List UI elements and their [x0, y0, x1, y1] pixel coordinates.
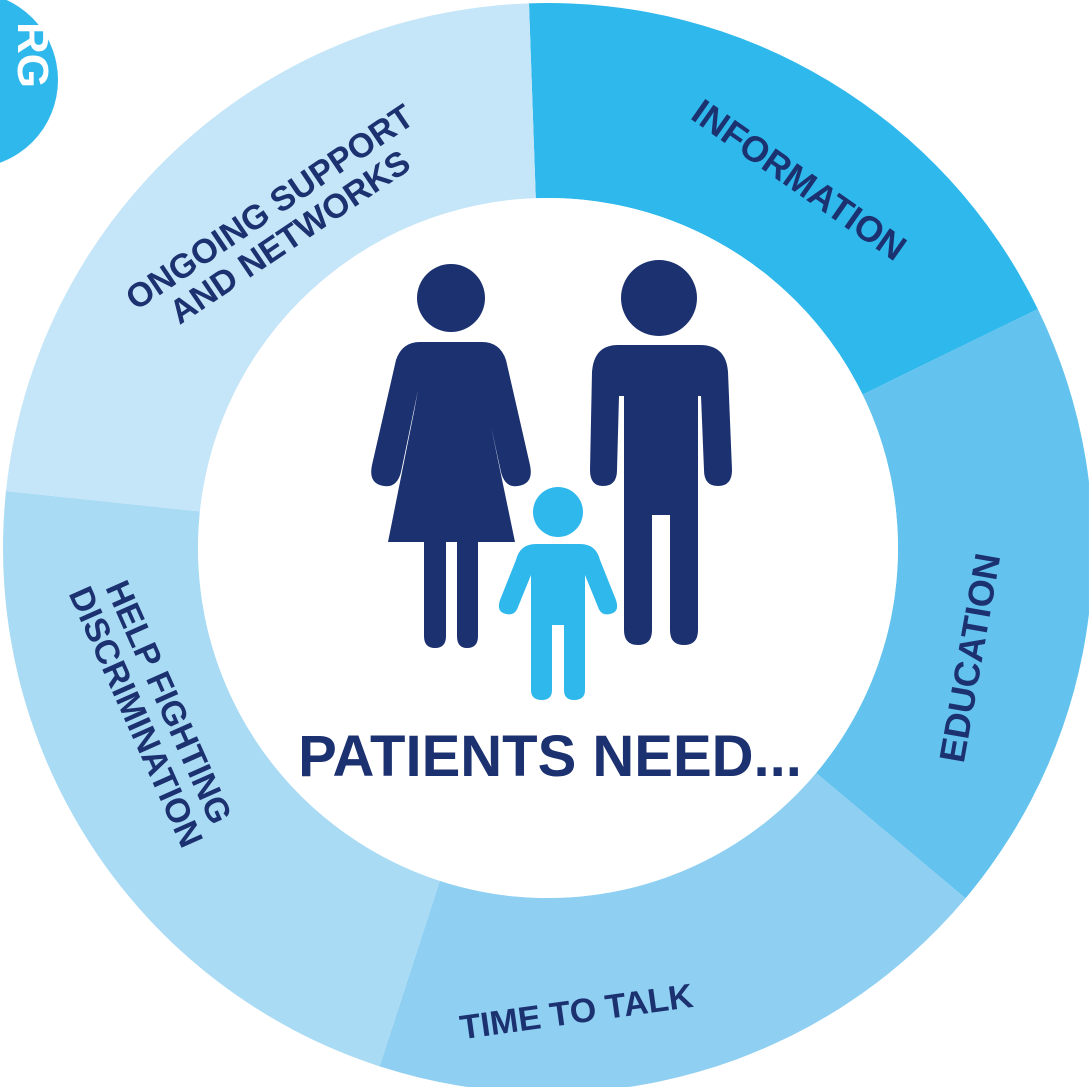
ring-segment-education — [816, 309, 1089, 899]
child-figure — [498, 487, 618, 700]
ring-segment-time-to-talk — [379, 772, 966, 1087]
man-body — [590, 345, 732, 645]
woman-figure — [371, 264, 531, 648]
child-head — [533, 487, 583, 537]
ring-segment-information — [528, 3, 1038, 395]
man-figure — [590, 260, 732, 645]
center-title: PATIENTS NEED... — [298, 724, 802, 789]
woman-body — [371, 342, 531, 648]
ring-segment-ongoing-support — [5, 3, 536, 512]
woman-head — [417, 264, 485, 332]
needs-ring — [2, 3, 1089, 1087]
ring-segment-help-fighting-discrimination — [2, 491, 440, 1067]
corner-badge: RG — [0, 0, 58, 163]
corner-badge-text: RG — [8, 22, 57, 88]
child-body — [498, 544, 618, 700]
corner-badge-circle — [0, 0, 58, 163]
man-head — [621, 260, 697, 336]
family-figures — [371, 260, 732, 700]
